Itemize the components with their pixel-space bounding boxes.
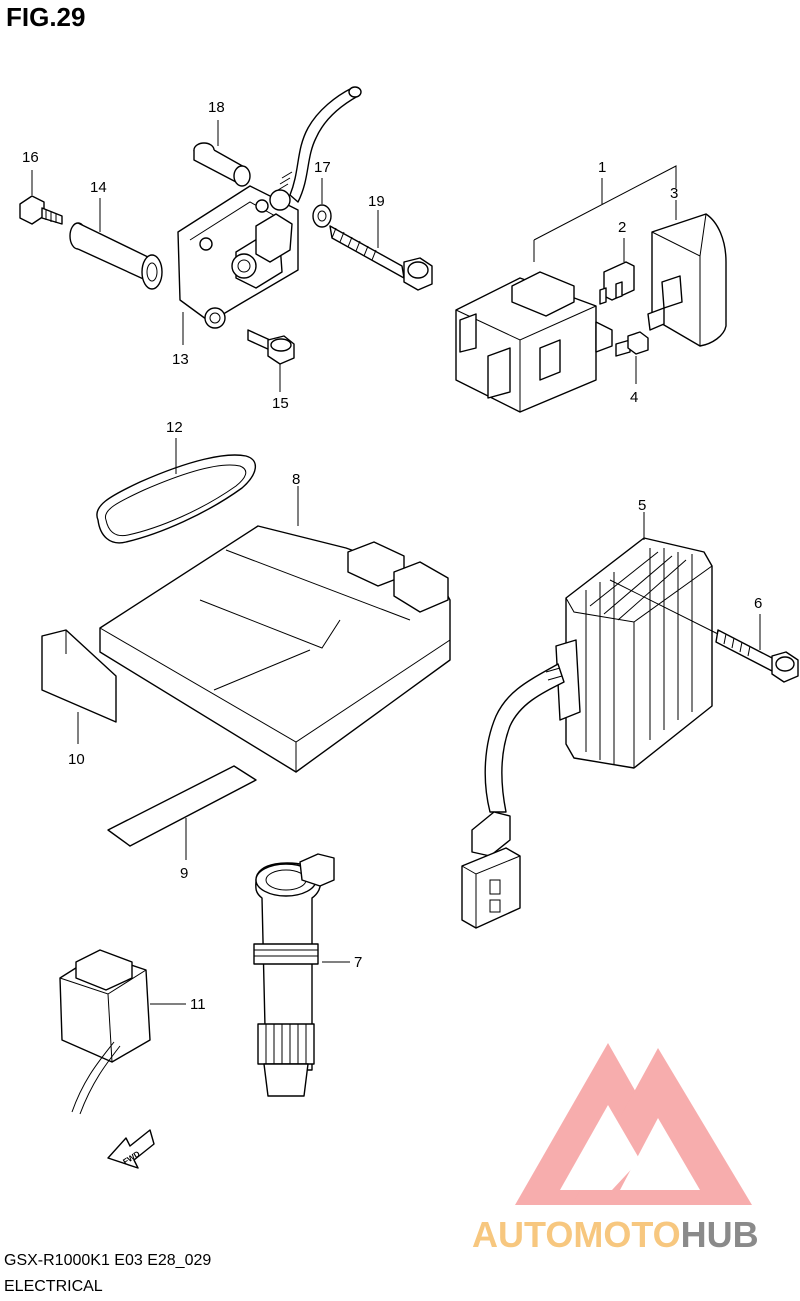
callout-18: 18 — [208, 99, 225, 116]
callout-6: 6 — [754, 595, 762, 612]
callout-4: 4 — [630, 389, 638, 406]
part-1-starter-relay — [455, 165, 677, 413]
callout-10: 10 — [68, 751, 85, 768]
part-15-screw — [247, 329, 295, 392]
figure-title: FIG.29 — [6, 2, 86, 32]
part-19-bolt — [329, 210, 433, 291]
watermark-text-part2: HUB — [680, 1214, 759, 1255]
callout-14: 14 — [90, 179, 107, 196]
part-9-pad — [107, 765, 257, 860]
callout-1: 1 — [598, 159, 606, 176]
callout-3: 3 — [670, 185, 678, 202]
part-14-collar — [69, 198, 163, 290]
watermark-wordmark: AUTOMOTOHUB — [472, 1214, 759, 1256]
part-3-relay-cover — [647, 200, 727, 347]
watermark-logo — [515, 1043, 752, 1205]
callout-9: 9 — [180, 865, 188, 882]
part-2-fuse — [599, 238, 635, 305]
part-4-bolt — [615, 331, 649, 384]
sensor-wire — [277, 86, 362, 203]
callout-2: 2 — [618, 219, 626, 236]
callout-8: 8 — [292, 471, 300, 488]
part-16-bolt — [19, 170, 63, 225]
callout-16: 16 — [22, 149, 39, 166]
part-17-washer — [312, 178, 332, 228]
section-name: ELECTRICAL — [4, 1278, 103, 1295]
callout-19: 19 — [368, 193, 385, 210]
regulator-wire-connector — [461, 663, 565, 929]
part-10-pad — [41, 629, 117, 744]
part-7-ignition-coil — [253, 853, 350, 1097]
part-6-bolt — [609, 579, 799, 683]
forward-direction-arrow: FWD — [107, 1129, 155, 1169]
callout-5: 5 — [638, 497, 646, 514]
callout-13: 13 — [172, 351, 189, 368]
callout-12: 12 — [166, 419, 183, 436]
part-5-regulator — [555, 512, 713, 769]
callout-17: 17 — [314, 159, 331, 176]
watermark-text-part1: AUTOMOTO — [472, 1214, 681, 1255]
part-8-ecm — [99, 486, 451, 773]
callout-11: 11 — [190, 996, 206, 1013]
callout-7: 7 — [354, 954, 362, 971]
part-12-seal — [96, 438, 256, 544]
footer: GSX-R1000K1 E03 E28_029 ELECTRICAL — [4, 1248, 211, 1300]
part-11-sensor — [59, 949, 186, 1115]
callout-15: 15 — [272, 395, 289, 412]
model-code: GSX-R1000K1 E03 E28_029 — [4, 1252, 212, 1269]
part-18-sleeve — [193, 120, 251, 187]
part-13-sensor-bracket — [177, 185, 299, 345]
